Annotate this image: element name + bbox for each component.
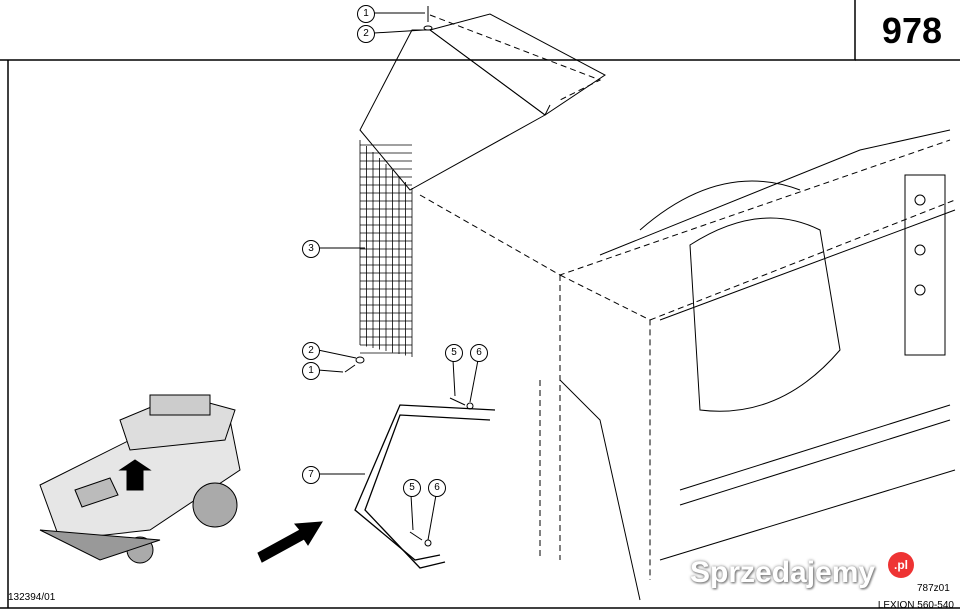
callout-5-bolt: 5 (445, 344, 463, 362)
callout-1-screw: 1 (302, 362, 320, 380)
callout-3-grille: 3 (302, 240, 320, 258)
callout-5-bolt: 5 (403, 479, 421, 497)
fasteners (344, 6, 474, 547)
watermark-logo: Sprzedajemy (690, 556, 876, 589)
direction-arrow (257, 521, 323, 563)
callout-1-screw: 1 (357, 5, 375, 23)
cover (359, 13, 606, 191)
watermark-badge: .pl (888, 552, 914, 578)
figure-code: 787z01 (917, 583, 950, 594)
page-number: 978 (881, 10, 942, 51)
callout-6-washer: 6 (470, 344, 488, 362)
callout-2-washer: 2 (302, 342, 320, 360)
bracket (354, 404, 496, 569)
model-name: LEXION 560-540 (877, 600, 954, 611)
callout-2-washer: 2 (357, 25, 375, 43)
combine-harvester-icon (39, 394, 241, 564)
callout-7-bracket: 7 (302, 466, 320, 484)
housing-outline (419, 14, 956, 580)
grille-mesh (359, 140, 413, 357)
callout-6-washer: 6 (428, 479, 446, 497)
leader-lines (317, 12, 479, 541)
drawing-reference: 132394/01 (8, 592, 56, 603)
housing (559, 129, 956, 601)
